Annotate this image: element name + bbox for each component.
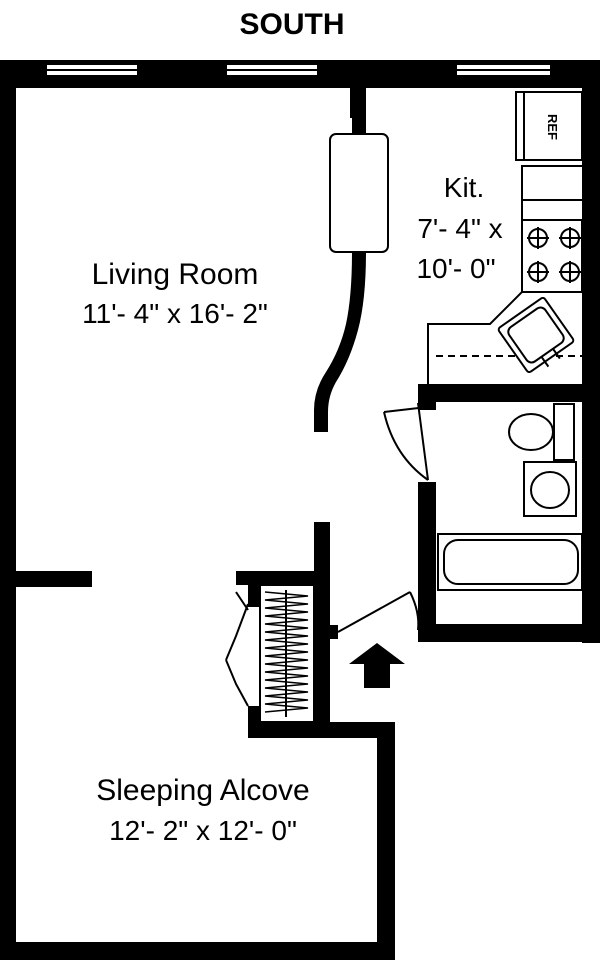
hanger-zigzag-icon [264, 591, 309, 713]
living-room-name: Living Room [92, 258, 259, 291]
doors [225, 402, 437, 707]
entry-arrow-icon [349, 643, 405, 688]
alcove-dims: 12'- 2" x 12'- 0" [109, 815, 297, 846]
refrigerator: REF [515, 91, 583, 161]
entry-door [337, 591, 420, 633]
burner-icon [527, 227, 549, 249]
closet [259, 584, 315, 723]
window-3 [455, 63, 552, 77]
bathtub [437, 533, 583, 591]
window-1 [45, 63, 139, 77]
window-2 [225, 63, 319, 77]
kitchen-dims-line1: 7'- 4" x [417, 213, 502, 244]
kitchen-dims-line2: 10'- 0" [416, 253, 495, 284]
column-chase [329, 133, 389, 253]
closet-doors [225, 591, 249, 707]
burner-icon [559, 227, 581, 249]
toilet [508, 403, 575, 461]
stove [521, 219, 583, 293]
burner-icon [527, 261, 549, 283]
bathroom-door [383, 402, 437, 481]
kitchen-sink [497, 297, 575, 373]
exterior-walls [0, 60, 600, 960]
living-room-dims: 11'- 4" x 16'- 2" [82, 298, 268, 329]
orientation-label: SOUTH [240, 8, 345, 41]
kitchen-name: Kit. [444, 172, 484, 203]
alcove-name: Sleeping Alcove [96, 774, 310, 807]
burner-icon [559, 261, 581, 283]
ref-label: REF [545, 114, 560, 140]
bathroom-sink [523, 461, 577, 517]
windows [45, 63, 552, 77]
